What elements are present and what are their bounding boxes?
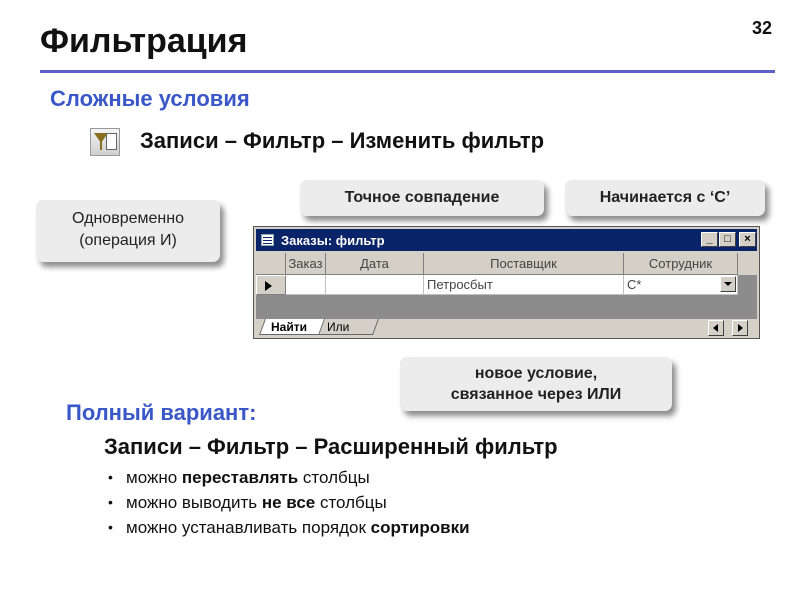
list-item-text: столбцы [298,468,370,487]
funnel-shape [94,133,108,143]
tab-find-label: Найти [271,320,307,334]
chevron-down-icon[interactable] [720,276,736,292]
slide-number: 32 [752,18,773,38]
tab-or-label: Или [327,320,350,334]
list-item-emphasis: сортировки [370,518,470,537]
window-title: Заказы: фильтр [281,233,385,248]
column-header-employee[interactable]: Сотрудник [624,253,738,275]
callout-new-condition: новое условие, связанное через ИЛИ [400,357,672,411]
callout-simultaneous: Одновременно (операция И) [36,200,220,262]
callout-new-condition-line2: связанное через ИЛИ [450,386,622,403]
callout-simultaneous-line2: (операция И) [79,232,177,249]
list-item-text: столбцы [315,493,387,512]
column-header-date[interactable]: Дата [326,253,424,275]
list-item-emphasis: переставлять [181,468,299,487]
sheet-shape [106,133,117,150]
list-item: можно выводить не все столбцы [108,490,470,515]
table-icon [261,234,274,246]
tab-or[interactable]: Или [315,319,379,335]
callout-simultaneous-line1: Одновременно [72,210,184,227]
minimize-button[interactable]: _ [701,232,718,247]
row-selector[interactable] [256,275,286,295]
window-title-bar[interactable]: Заказы: фильтр _ □ × [256,229,757,251]
list-item: можно устанавливать порядок сортировки [108,515,470,540]
maximize-button[interactable]: □ [719,232,736,247]
filter-grid: Заказ Дата Поставщик Сотрудник Петросбыт… [256,253,757,319]
menu-path: Записи – Фильтр – Изменить фильтр [140,128,545,153]
tab-bar: Найти Или [256,319,757,337]
header-selector [256,253,286,275]
list-item-text: можно устанавливать порядок [126,518,371,537]
cell-date[interactable] [326,275,424,295]
filter-row: Петросбыт С* [256,275,757,295]
column-header-order[interactable]: Заказ [286,253,326,275]
cell-employee-value: С* [627,277,642,292]
header-row: Заказ Дата Поставщик Сотрудник [256,253,757,275]
close-button[interactable]: × [739,232,756,247]
list-item-text: можно [126,468,182,487]
cell-order[interactable] [286,275,326,295]
callout-exact-match: Точное совпадение [300,180,544,216]
scroll-right-button[interactable] [732,320,748,336]
tab-find[interactable]: Найти [259,319,325,335]
list-item: можно переставлять столбцы [108,465,470,490]
subtitle: Сложные условия [50,86,250,111]
callout-new-condition-line1: новое условие, [474,365,598,382]
list-item-text: можно выводить [126,493,262,512]
title-divider [40,70,775,73]
scroll-left-button[interactable] [708,320,724,336]
callout-starts-with: Начинается с ‘С’ [565,180,765,216]
full-variant-path: Записи – Фильтр – Расширенный фильтр [104,434,558,459]
filter-window[interactable]: Заказы: фильтр _ □ × Заказ Дата Поставщи… [253,226,760,339]
row-pointer-icon [265,281,272,291]
feature-list: можно переставлять столбцы можно выводит… [108,465,470,540]
column-header-supplier[interactable]: Поставщик [424,253,624,275]
cell-supplier[interactable]: Петросбыт [424,275,624,295]
funnel-stem [100,141,102,150]
filter-icon [90,128,120,156]
slide-title: Фильтрация [40,22,248,60]
list-item-emphasis: не все [261,493,316,512]
full-variant-heading: Полный вариант: [66,400,257,425]
cell-employee[interactable]: С* [624,275,738,295]
